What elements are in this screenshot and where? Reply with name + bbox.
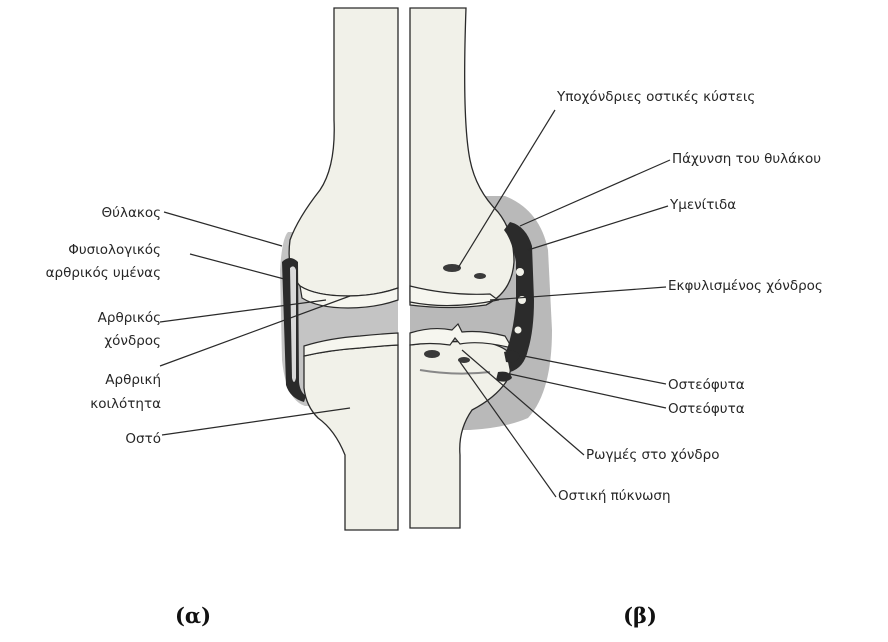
cyst [458, 357, 470, 363]
label-cartilage-2: χόνδρος [104, 333, 161, 349]
label-worn-cartilage: Εκφυλισμένος χόνδρος [668, 278, 823, 294]
label-bone: Οστό [125, 431, 161, 447]
synovitis-spot [515, 327, 522, 334]
labels-b: Υποχόνδριες οστικές κύστεις Πάχυνση του … [556, 89, 823, 504]
label-sclerosis: Οστική πύκνωση [558, 488, 671, 504]
normal-femur [289, 8, 398, 296]
label-cavity-1: Αρθρική [105, 372, 161, 388]
label-synovium-1: Φυσιολογικός [68, 242, 161, 258]
cyst [424, 350, 440, 358]
label-synovitis: Υμενίτιδα [669, 197, 736, 213]
label-capsule-thickening: Πάχυνση του θυλάκου [672, 151, 821, 167]
normal-joint [280, 8, 398, 530]
synovitis-spot [516, 268, 524, 276]
caption-b: (β) [623, 603, 657, 628]
label-synovium-2: αρθρικός υμένας [46, 265, 161, 281]
oa-joint [410, 8, 552, 528]
label-cartilage-1: Αρθρικός [98, 310, 161, 326]
label-cartilage-cracks: Ρωγμές στο χόνδρο [586, 447, 719, 463]
oa-tibia [410, 341, 512, 528]
label-cavity-2: κοιλότητα [90, 396, 161, 412]
label-osteophytes-2: Οστεόφυτα [668, 401, 745, 417]
label-cysts: Υποχόνδριες οστικές κύστεις [556, 89, 755, 105]
normal-tibia [304, 345, 398, 530]
labels-a: Θύλακος Φυσιολογικός αρθρικός υμένας Αρθ… [46, 205, 161, 447]
label-osteophytes-1: Οστεόφυτα [668, 377, 745, 393]
caption-a: (α) [175, 603, 211, 628]
label-capsule: Θύλακος [102, 205, 161, 221]
cyst [474, 273, 486, 279]
